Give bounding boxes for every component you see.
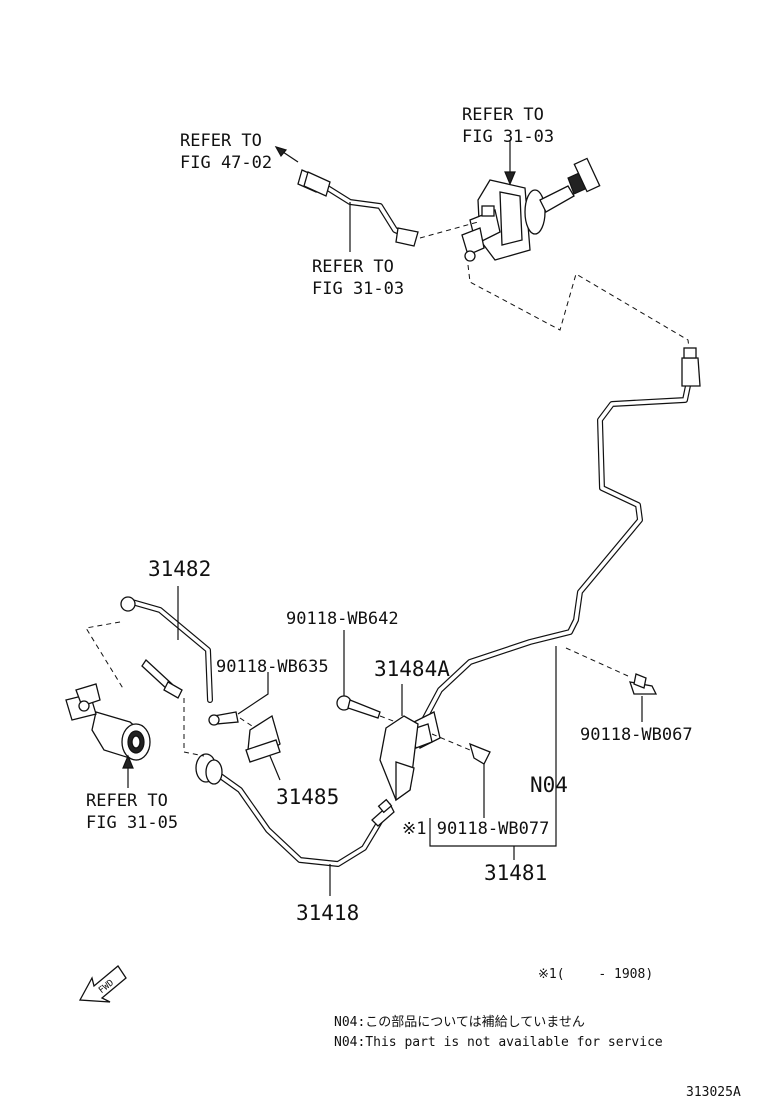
- clutch-pipe: [409, 347, 701, 749]
- clip-wb077: [431, 733, 491, 818]
- figure-code: 313025A: [686, 1085, 741, 1100]
- reservoir-hose: [297, 169, 479, 252]
- release-rod: [141, 659, 205, 757]
- label-31482: 31482: [148, 557, 211, 581]
- refer-31-03-mid-line1: REFER TO: [312, 257, 394, 277]
- master-cylinder: [461, 157, 601, 262]
- fwd-arrow: FWD: [78, 965, 127, 1003]
- note-en: N04:This part is not available for servi…: [334, 1035, 663, 1050]
- refer-31-03-mid-line2: FIG 31-03: [312, 279, 404, 299]
- label-90118-wb635: 90118-WB635: [216, 657, 329, 677]
- footnote: ※1( - 1908): [538, 967, 653, 982]
- bracket-31485: [245, 714, 281, 781]
- label-31481: 31481: [484, 861, 547, 885]
- label-90118-wb067: 90118-WB067: [580, 725, 693, 745]
- pipe-31482: [120, 586, 213, 703]
- label-90118-wb642: 90118-WB642: [286, 609, 399, 629]
- bracket-31481: [429, 646, 557, 847]
- bolt-wb642: [336, 630, 397, 723]
- label-90118-wb077: ※1 90118-WB077: [402, 819, 549, 839]
- label-n04: N04: [530, 773, 568, 797]
- refer-31-05-line1: REFER TO: [86, 791, 168, 811]
- label-31418: 31418: [296, 901, 359, 925]
- refer-47-02-line2: FIG 47-02: [180, 153, 272, 173]
- label-31484a: 31484A: [374, 657, 450, 681]
- bolt-wb635: [208, 672, 269, 727]
- refer-31-05-line2: FIG 31-05: [86, 813, 178, 833]
- note-jp: N04:この部品については補給していません: [334, 1015, 585, 1030]
- dashed-link: [467, 264, 691, 357]
- refer-31-03-top-line2: FIG 31-03: [462, 127, 554, 147]
- refer-47-02-line1: REFER TO: [180, 131, 262, 151]
- release-cylinder: [65, 621, 151, 788]
- refer-31-03-top-line1: REFER TO: [462, 105, 544, 125]
- label-31485: 31485: [276, 785, 339, 809]
- bracket-31484a: [379, 684, 419, 802]
- clip-wb067: [565, 647, 658, 722]
- flexible-hose-31418: [195, 753, 395, 896]
